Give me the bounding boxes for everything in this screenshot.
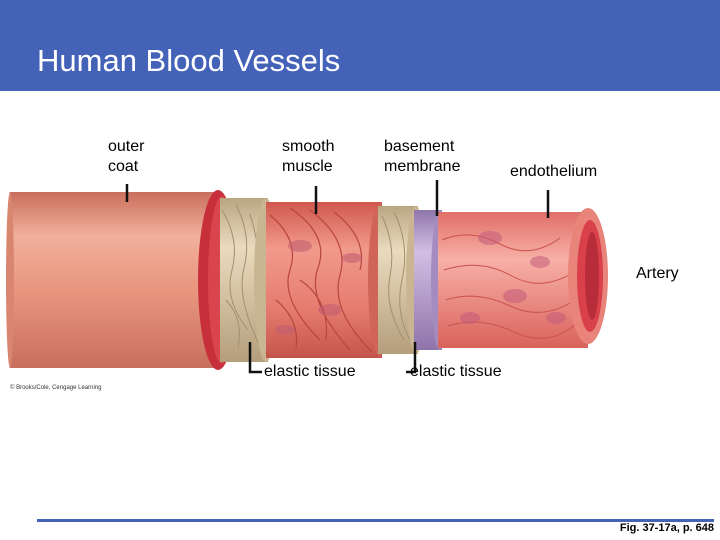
endothelium-layer <box>438 212 588 348</box>
title-bar <box>0 0 720 91</box>
label-artery: Artery <box>636 265 679 282</box>
image-credit: © Brooks/Cole, Cengage Learning <box>10 385 102 391</box>
footer-divider <box>37 519 714 522</box>
label-elastic-tissue-1: elastic tissue <box>264 363 356 380</box>
artery-opening <box>568 208 608 344</box>
smooth-muscle-layer <box>266 202 392 358</box>
label-endothelium: endothelium <box>510 163 598 180</box>
label-elastic-tissue-2: elastic tissue <box>410 363 502 380</box>
label-outer-coat: outer coat <box>108 138 145 175</box>
elastic-tissue-1-leader <box>248 342 262 374</box>
elastic-tissue-2-leader <box>406 342 417 374</box>
figure-reference: Fig. 37-17a, p. 648 <box>619 522 714 534</box>
label-basement-membrane: basement membrane <box>384 138 461 175</box>
label-smooth-muscle: smooth muscle <box>282 138 335 175</box>
outer-coat-layer <box>6 190 238 370</box>
slide-title: Human Blood Vessels <box>37 43 341 78</box>
